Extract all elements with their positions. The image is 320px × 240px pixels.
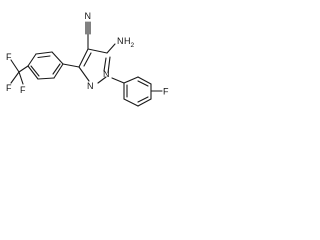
cf3-f-bottom-label: F: [20, 85, 26, 95]
cf3-group: F F F: [6, 52, 29, 95]
pyrazole-ring: [78, 48, 111, 84]
nitrile-n-label: N: [85, 11, 92, 21]
amine-group: N H 2: [106, 36, 135, 54]
pyrazole-n1-label: N: [103, 69, 110, 79]
amine-h-subscript: 2: [131, 42, 135, 49]
fluorine-label: F: [163, 87, 169, 97]
fluorophenyl-ring: F: [111, 76, 169, 107]
nitrile-group: N: [85, 11, 92, 50]
structure-diagram: N N H 2 N N F: [6, 11, 169, 107]
cf3-f-left-label: F: [6, 83, 12, 93]
amine-n-label: N: [117, 36, 124, 46]
cf3-phenyl-ring: [27, 51, 80, 80]
pyrazole-n2-label: N: [87, 81, 94, 91]
cf3-f-top-label: F: [6, 52, 12, 62]
amine-h-label: H: [124, 36, 131, 46]
